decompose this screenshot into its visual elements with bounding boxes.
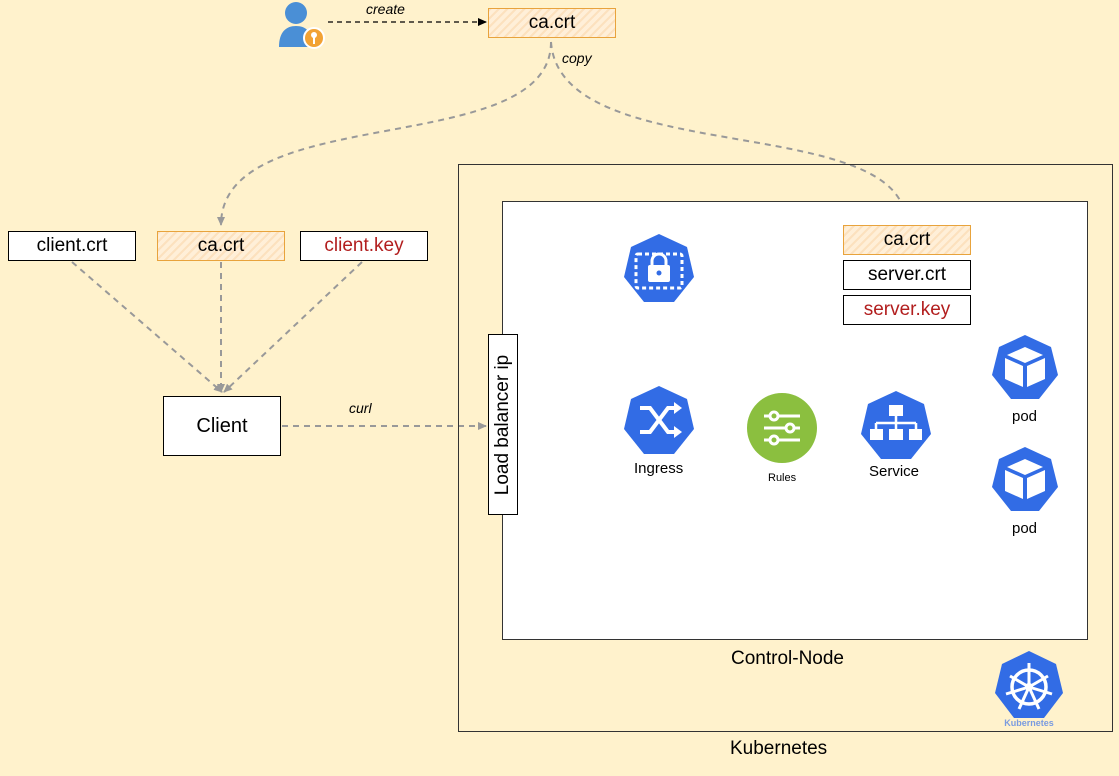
kubernetes-logo-icon: Kubernetes — [994, 650, 1064, 730]
server-key-box: server.key — [843, 295, 971, 325]
user-key-icon — [278, 0, 326, 50]
client-crt-box: client.crt — [8, 231, 136, 261]
ingress-label: Ingress — [634, 460, 684, 477]
control-node-label: Control-Node — [731, 648, 844, 669]
top-ca-crt-box: ca.crt — [488, 8, 616, 38]
client-box: Client — [163, 396, 281, 456]
pod-icon — [990, 445, 1060, 513]
rules-icon — [746, 392, 818, 464]
client-key-box: client.key — [300, 231, 428, 261]
edge-clientcrt-client — [71, 261, 223, 393]
pod-icon — [990, 333, 1060, 401]
kubernetes-cluster — [458, 164, 1113, 732]
edge-clientkey-client — [223, 261, 363, 393]
secret-icon — [622, 232, 696, 304]
load-balancer-box: Load balancer ip — [488, 334, 518, 515]
curl-label: curl — [349, 400, 372, 416]
pod2-label: pod — [1012, 520, 1038, 537]
server-ca-crt-box: ca.crt — [843, 225, 971, 255]
kubernetes-label: Kubernetes — [730, 738, 828, 759]
pod1-label: pod — [1012, 408, 1038, 425]
server-crt-box: server.crt — [843, 260, 971, 290]
service-icon — [859, 389, 933, 461]
client-ca-crt-box: ca.crt — [157, 231, 285, 261]
copy-label: copy — [562, 50, 592, 66]
ingress-icon — [622, 384, 696, 456]
edge-copy-client — [217, 41, 552, 226]
load-balancer-label: Load balancer ip — [492, 354, 513, 495]
kubernetes-logo-label: Kubernetes — [1004, 718, 1054, 728]
rules-label: Rules — [768, 472, 797, 484]
service-label: Service — [869, 463, 920, 480]
create-label: create — [366, 1, 405, 17]
